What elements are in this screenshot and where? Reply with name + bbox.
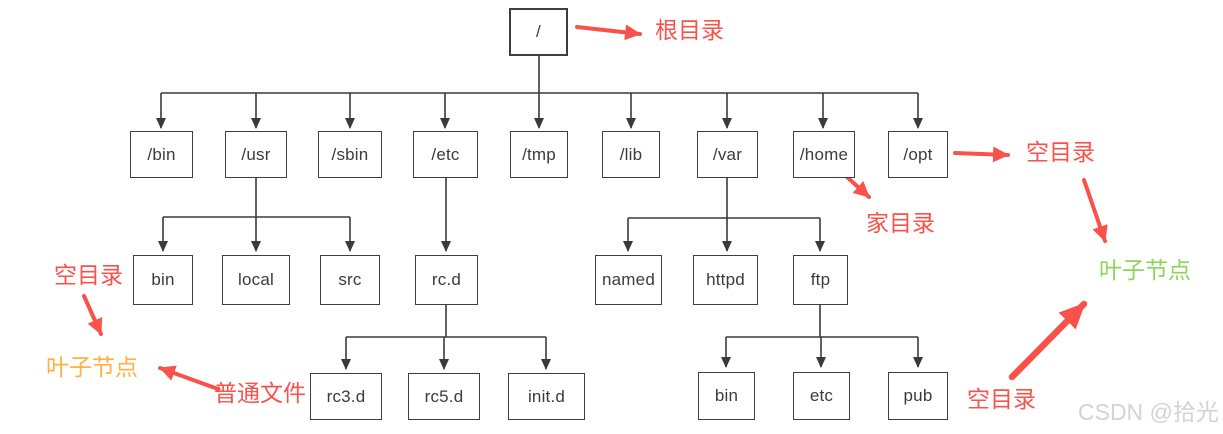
node-opt: /opt: [888, 131, 948, 178]
node-sbin: /sbin: [318, 131, 382, 178]
arrow-regular-file: [158, 365, 220, 391]
node-tmp: /tmp: [510, 131, 568, 178]
arrow-empty-dir-right: [953, 146, 1010, 163]
node-root: /: [509, 8, 568, 56]
annotation-leaf-node-left: 叶子节点: [46, 354, 138, 380]
node-var: /var: [697, 131, 758, 178]
arrow-empty-to-leaf-left: [82, 294, 103, 336]
annotation-empty-dir-bottom: 空目录: [967, 386, 1036, 412]
node-home: /home: [793, 131, 855, 178]
arrow-empty-bottom-to-leaf: [1008, 300, 1088, 381]
node-rc3d: rc3.d: [310, 373, 382, 420]
node-ftp-pub: pub: [888, 372, 948, 420]
node-rcd: rc.d: [415, 255, 478, 305]
node-bin-l2: /bin: [130, 131, 193, 178]
node-lib: /lib: [602, 131, 660, 178]
annotation-empty-dir-right: 空目录: [1026, 139, 1095, 165]
node-etc-l2: /etc: [413, 131, 478, 178]
annotation-root-dir: 根目录: [655, 17, 724, 43]
node-usr: /usr: [225, 131, 287, 178]
arrow-root-dir: [575, 24, 642, 41]
node-httpd: httpd: [693, 255, 758, 305]
node-ftp-bin: bin: [698, 372, 755, 420]
annotation-leaf-node-right: 叶子节点: [1099, 257, 1191, 283]
connector-lines: [156, 56, 923, 370]
annotation-empty-dir-left: 空目录: [54, 262, 123, 288]
node-usr-bin: bin: [133, 255, 193, 305]
node-usr-src: src: [320, 255, 380, 305]
node-initd: init.d: [508, 373, 585, 420]
node-named: named: [595, 255, 662, 305]
watermark: CSDN @拾光: [1078, 399, 1219, 425]
node-ftp: ftp: [793, 255, 848, 305]
annotation-regular-file: 普通文件: [214, 380, 306, 406]
arrow-empty-to-leaf-right: [1082, 178, 1108, 243]
node-ftp-etc: etc: [793, 372, 850, 420]
annotation-home-dir: 家目录: [866, 210, 935, 236]
node-rc5d: rc5.d: [408, 373, 480, 420]
node-usr-local: local: [222, 255, 290, 305]
